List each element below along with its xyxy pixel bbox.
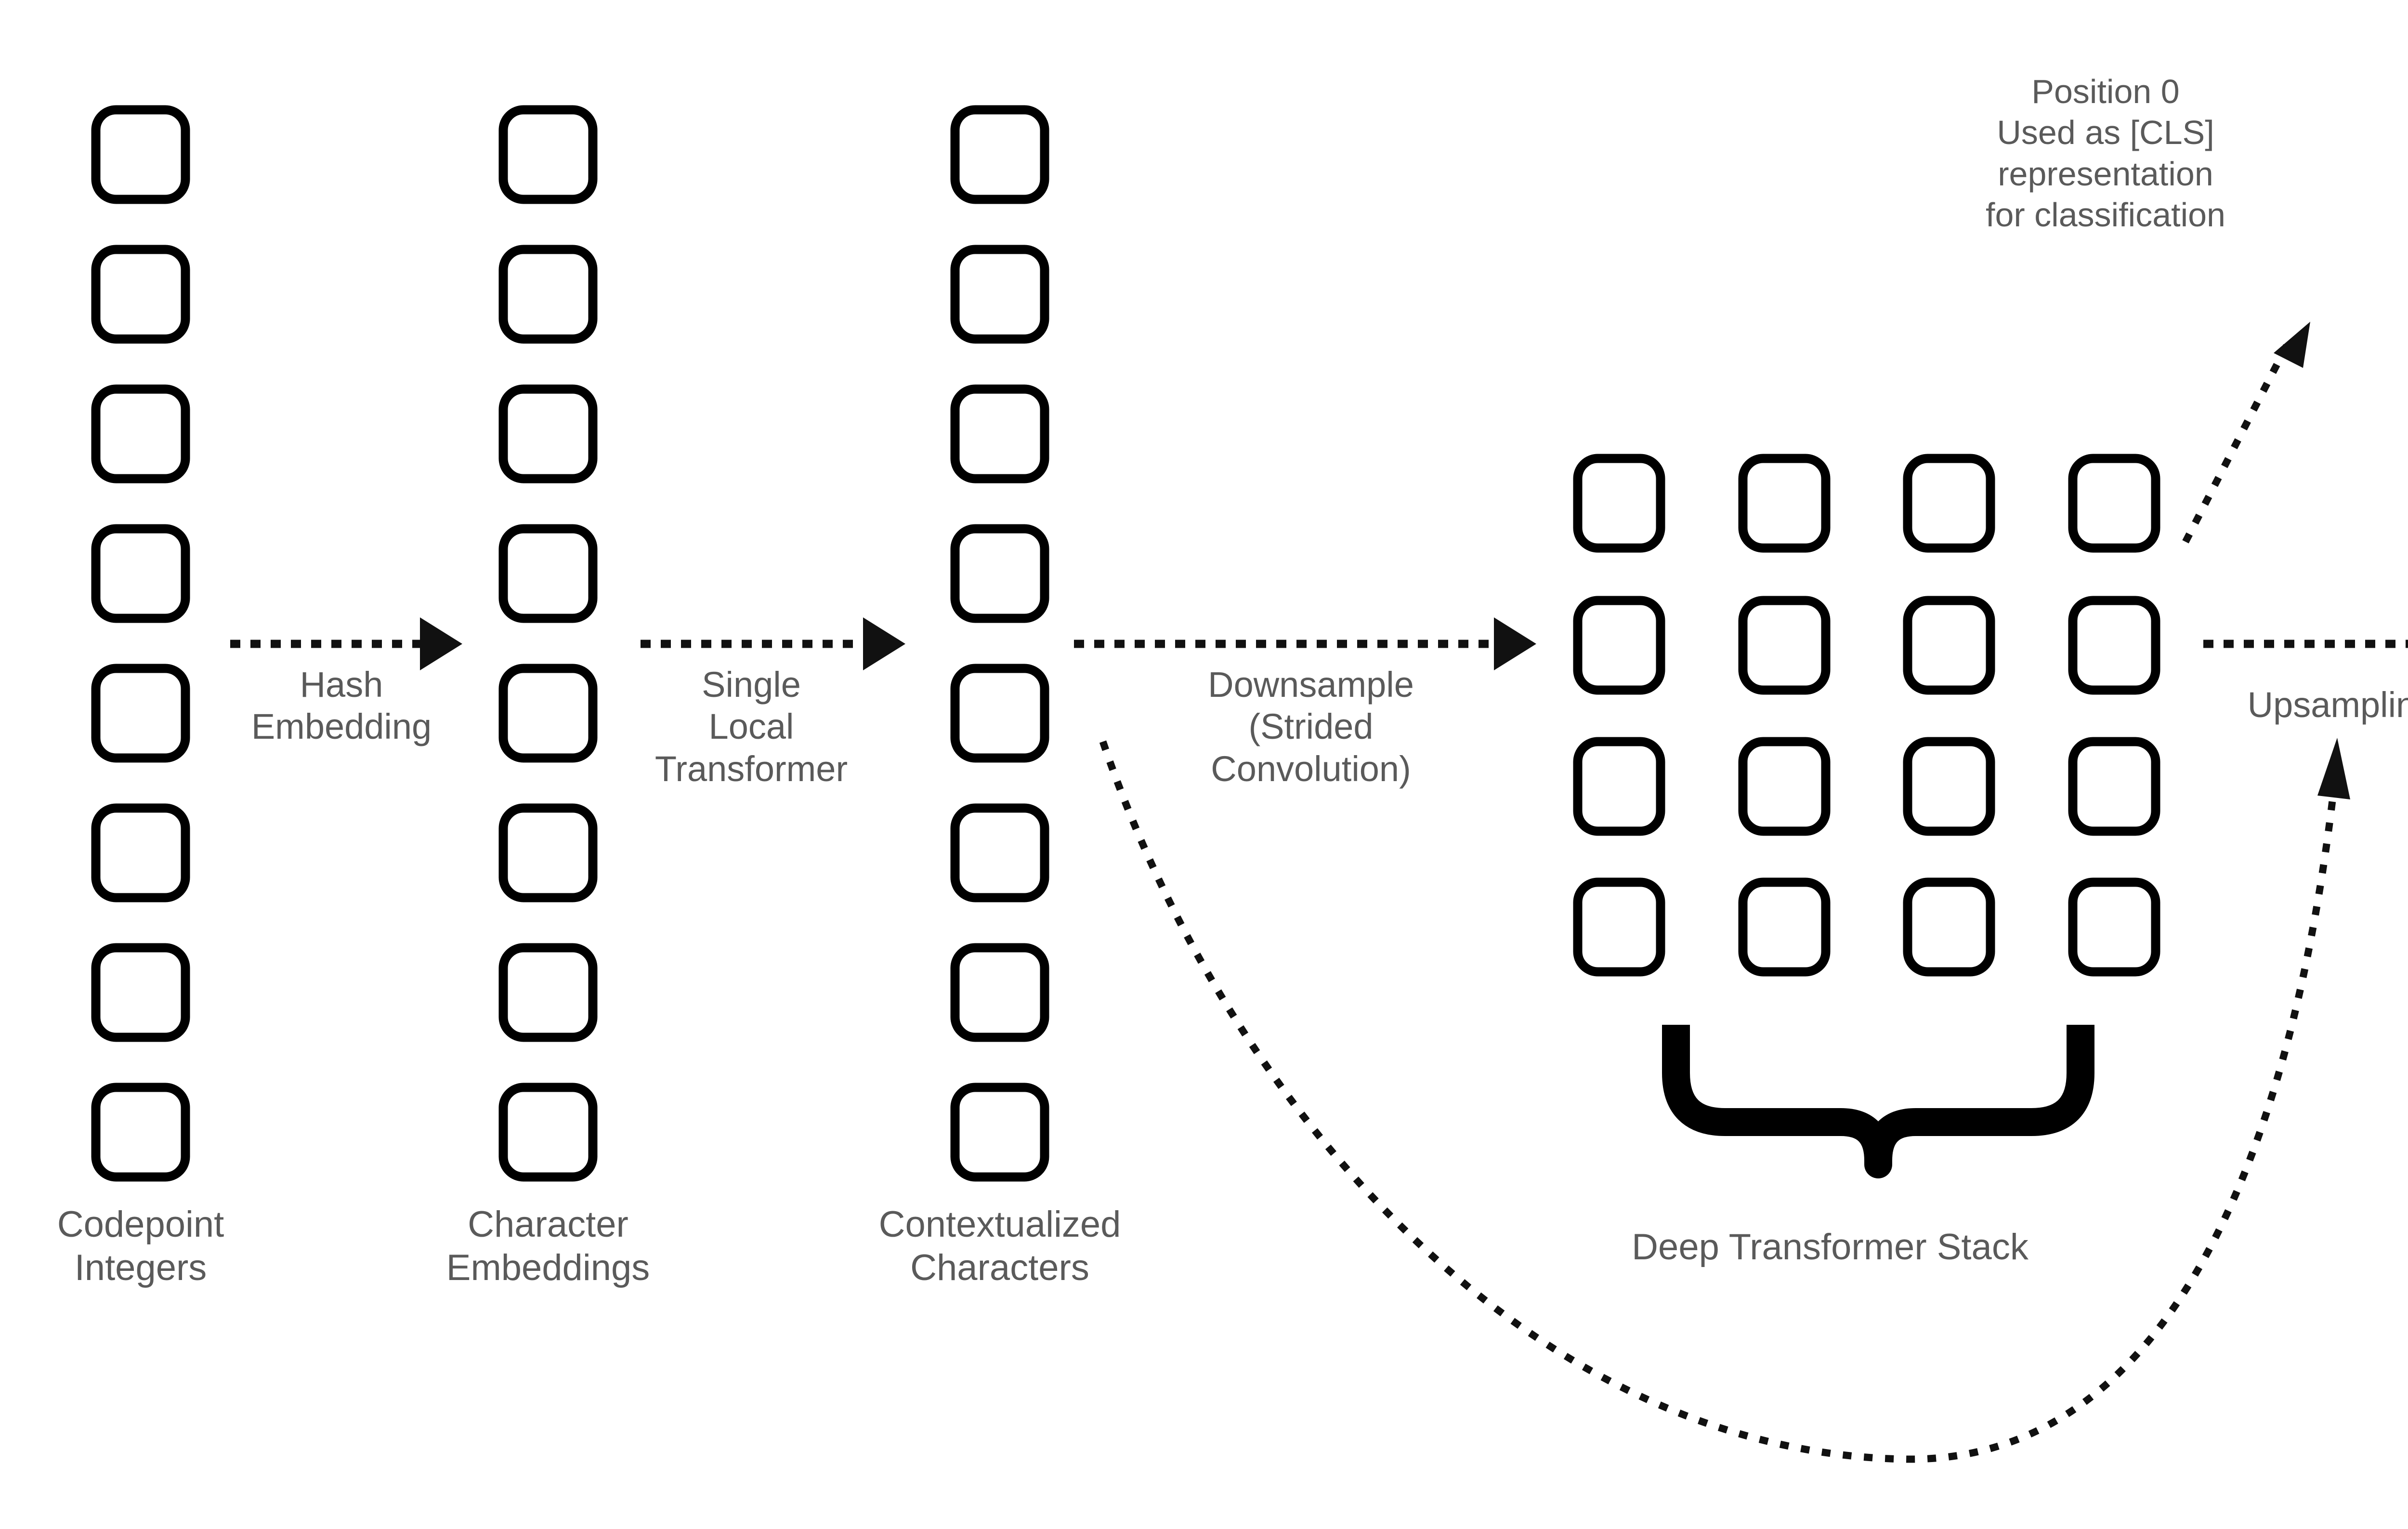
cell-box bbox=[498, 524, 598, 623]
stack-cell-box bbox=[1903, 737, 1995, 836]
stack-cell-box bbox=[1903, 596, 1995, 695]
cell-box bbox=[91, 1083, 190, 1182]
deep-transformer-stack-grid bbox=[1573, 454, 2160, 977]
cell-box bbox=[498, 943, 598, 1042]
column-caption-codepoint-integers: Codepoint Integers bbox=[57, 1204, 224, 1288]
cell-box bbox=[950, 943, 1049, 1042]
arrow-caption-hash-embedding: Hash Embedding bbox=[251, 665, 432, 747]
stack-cell-box bbox=[1738, 596, 1831, 695]
cell-box bbox=[91, 524, 190, 623]
cell-box bbox=[950, 803, 1049, 902]
arrow-caption-single-local-transformer: Single Local Transformer bbox=[654, 665, 848, 789]
cell-box bbox=[950, 524, 1049, 623]
residual-skip-connection bbox=[1099, 738, 2350, 1463]
arrowhead-icon bbox=[2317, 738, 2350, 799]
column-contextualized-characters bbox=[950, 105, 1049, 1182]
cell-box bbox=[950, 245, 1049, 344]
stack-cell-box bbox=[1738, 737, 1831, 836]
stack-cell-box bbox=[1573, 877, 1665, 977]
column-caption-character-embeddings: Character Embeddings bbox=[446, 1204, 650, 1288]
cell-box bbox=[498, 664, 598, 763]
arrowhead-icon bbox=[1494, 617, 1536, 670]
cell-box bbox=[91, 245, 190, 344]
cell-box bbox=[498, 105, 598, 204]
cell-box bbox=[950, 105, 1049, 204]
cell-box bbox=[950, 1083, 1049, 1182]
cell-box bbox=[498, 1083, 598, 1182]
stack-cell-box bbox=[1903, 877, 1995, 977]
cell-box bbox=[91, 803, 190, 902]
cell-box bbox=[91, 105, 190, 204]
cell-box bbox=[950, 384, 1049, 484]
cell-box bbox=[498, 384, 598, 484]
arrowhead-icon bbox=[420, 617, 462, 670]
column-caption-concatenated-representations: Concatenated Representations bbox=[2401, 1214, 2408, 1300]
stack-cell-box bbox=[2068, 596, 2160, 695]
stack-cell-box bbox=[2068, 737, 2160, 836]
stack-cell-box bbox=[2068, 454, 2160, 553]
annotation-position-zero-cls: Position 0 Used as [CLS] representation … bbox=[1986, 73, 2225, 234]
column-codepoint-integers bbox=[91, 105, 190, 1182]
stack-cell-box bbox=[1903, 454, 1995, 553]
stack-cell-box bbox=[2068, 877, 2160, 977]
arrow-caption-upsampling: Upsampling bbox=[2247, 685, 2408, 725]
stack-brace bbox=[1662, 1025, 2094, 1178]
cell-box bbox=[91, 943, 190, 1042]
arrow-upsampling bbox=[2203, 640, 2408, 648]
cell-box bbox=[498, 245, 598, 344]
arrow-cls-pointer bbox=[2182, 322, 2310, 544]
cell-box bbox=[498, 803, 598, 902]
stack-caption-deep-transformer-stack: Deep Transformer Stack bbox=[1632, 1227, 2028, 1268]
arrowhead-icon bbox=[863, 617, 905, 670]
arrow-downsample bbox=[1074, 617, 1536, 670]
stack-cell-box bbox=[1573, 454, 1665, 553]
arrow-single-local-transformer bbox=[641, 617, 905, 670]
stack-cell-box bbox=[1573, 737, 1665, 836]
stack-cell-box bbox=[1738, 454, 1831, 553]
arrow-hash-embedding bbox=[230, 617, 462, 670]
cell-box bbox=[91, 664, 190, 763]
stack-cell-box bbox=[1738, 877, 1831, 977]
column-character-embeddings bbox=[498, 105, 598, 1182]
column-caption-contextualized-characters: Contextualized Characters bbox=[878, 1204, 1121, 1288]
arrow-caption-downsample: Downsample (Strided Convolution) bbox=[1208, 665, 1414, 789]
arrowhead-icon bbox=[2274, 322, 2310, 368]
cell-box bbox=[91, 384, 190, 484]
cell-box bbox=[950, 664, 1049, 763]
stack-cell-box bbox=[1573, 596, 1665, 695]
